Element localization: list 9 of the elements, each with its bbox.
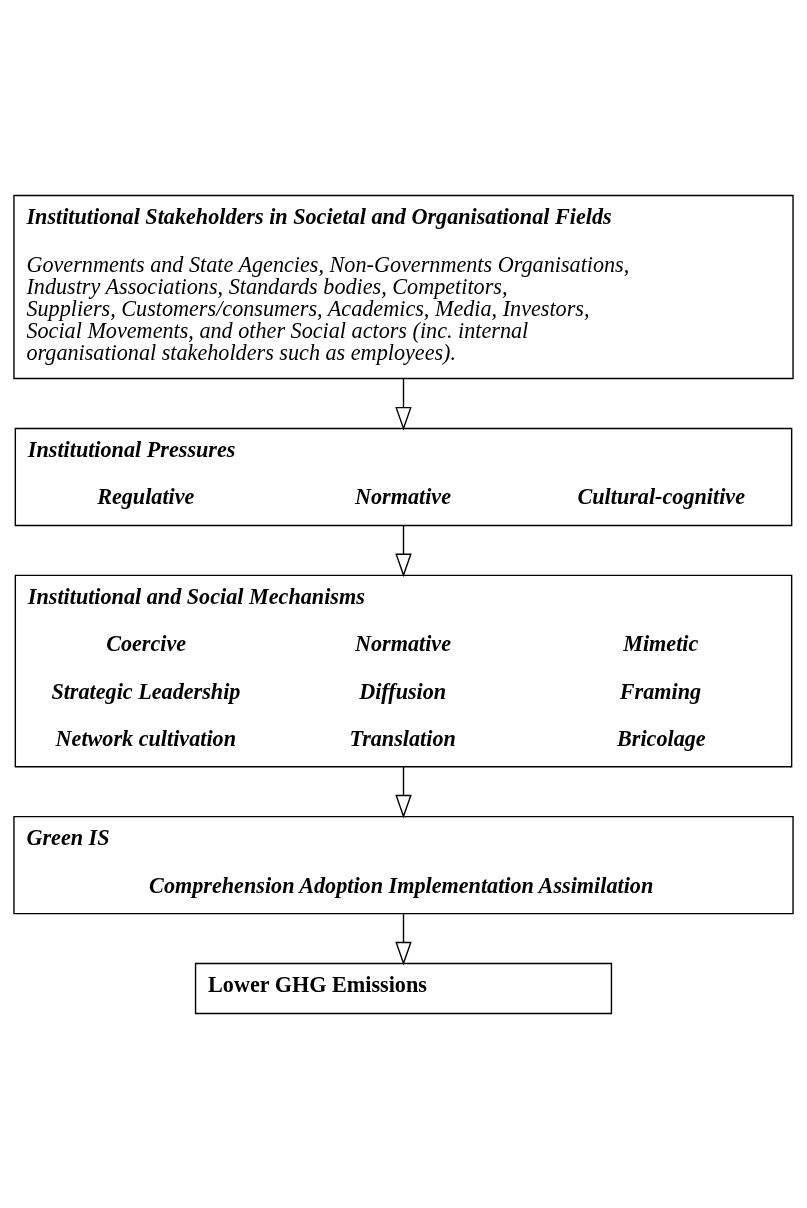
node-box: Lower GHG Emissions: [194, 962, 613, 1014]
node-box: Institutional and Social Mechanisms Coercive Normative Mimetic Strategic Leadership Diffusion Framing Network cultivation Translation Bricolage: [14, 574, 793, 767]
arrow: [395, 765, 412, 818]
node-box: Institutional Pressures Regulative Normative Cultural-cognitive: [14, 427, 793, 526]
arrow: [395, 377, 412, 431]
node-box: Green IS Comprehension Adoption Implementation Assimilation: [13, 815, 794, 914]
node-box: Institutional Stakeholders in Societal and Organisational Fields Governments and State Agencies, Non-Governments Organisations, Industry Associations, Standards bodies, Competitors, Suppliers, Customers/consumers, Academics, Media, Investors, Social Movements, and other Social actors (inc. internal organisational stakeholders such as employees).: [13, 194, 794, 379]
arrow: [395, 912, 412, 965]
arrow: [395, 524, 412, 577]
